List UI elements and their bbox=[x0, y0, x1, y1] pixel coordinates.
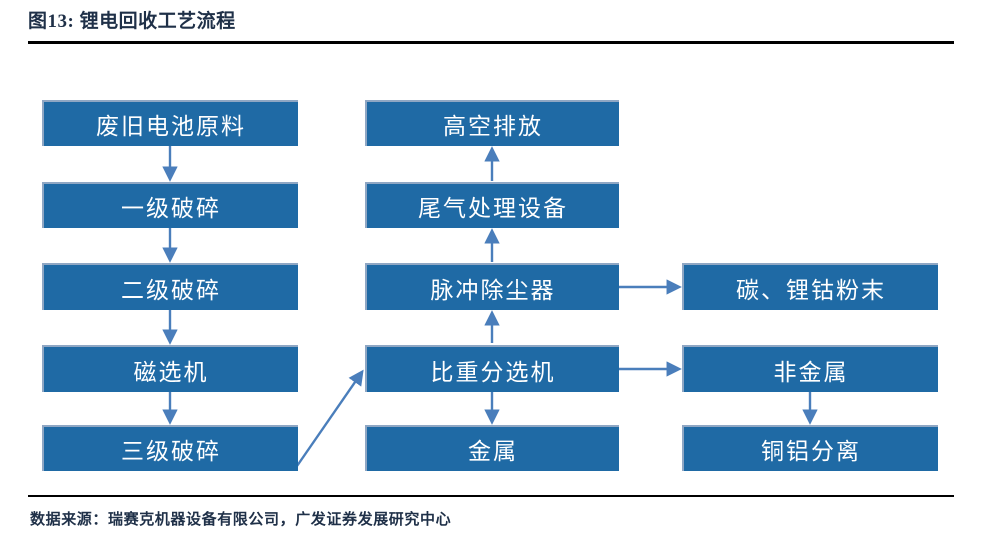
node-gravity-separator[interactable]: 比重分选机 bbox=[365, 345, 619, 392]
node-waste-battery-material[interactable]: 废旧电池原料 bbox=[42, 100, 298, 146]
arrow-crush3-to-gravity-separator bbox=[296, 369, 364, 467]
node-pulse-dust-collector[interactable]: 脉冲除尘器 bbox=[365, 263, 619, 310]
node-secondary-crushing[interactable]: 二级破碎 bbox=[42, 263, 298, 310]
node-carbon-lithium-cobalt-powder[interactable]: 碳、锂钴粉末 bbox=[682, 263, 938, 310]
node-non-metal[interactable]: 非金属 bbox=[682, 345, 938, 392]
title-divider bbox=[28, 41, 954, 44]
node-high-altitude-discharge[interactable]: 高空排放 bbox=[365, 100, 619, 146]
node-tertiary-crushing[interactable]: 三级破碎 bbox=[42, 425, 298, 471]
node-copper-aluminium-separation[interactable]: 铜铝分离 bbox=[682, 425, 938, 471]
figure-header: 图13: 锂电回收工艺流程 bbox=[28, 8, 954, 42]
footer-divider bbox=[28, 495, 954, 497]
node-magnetic-separator[interactable]: 磁选机 bbox=[42, 345, 298, 392]
figure-source-note: 数据来源：瑞赛克机器设备有限公司，广发证券发展研究中心 bbox=[30, 512, 452, 528]
node-metal[interactable]: 金属 bbox=[365, 425, 619, 471]
node-primary-crushing[interactable]: 一级破碎 bbox=[42, 182, 298, 228]
node-exhaust-treatment-equipment[interactable]: 尾气处理设备 bbox=[365, 182, 619, 228]
page-title: 图13: 锂电回收工艺流程 bbox=[28, 11, 236, 32]
